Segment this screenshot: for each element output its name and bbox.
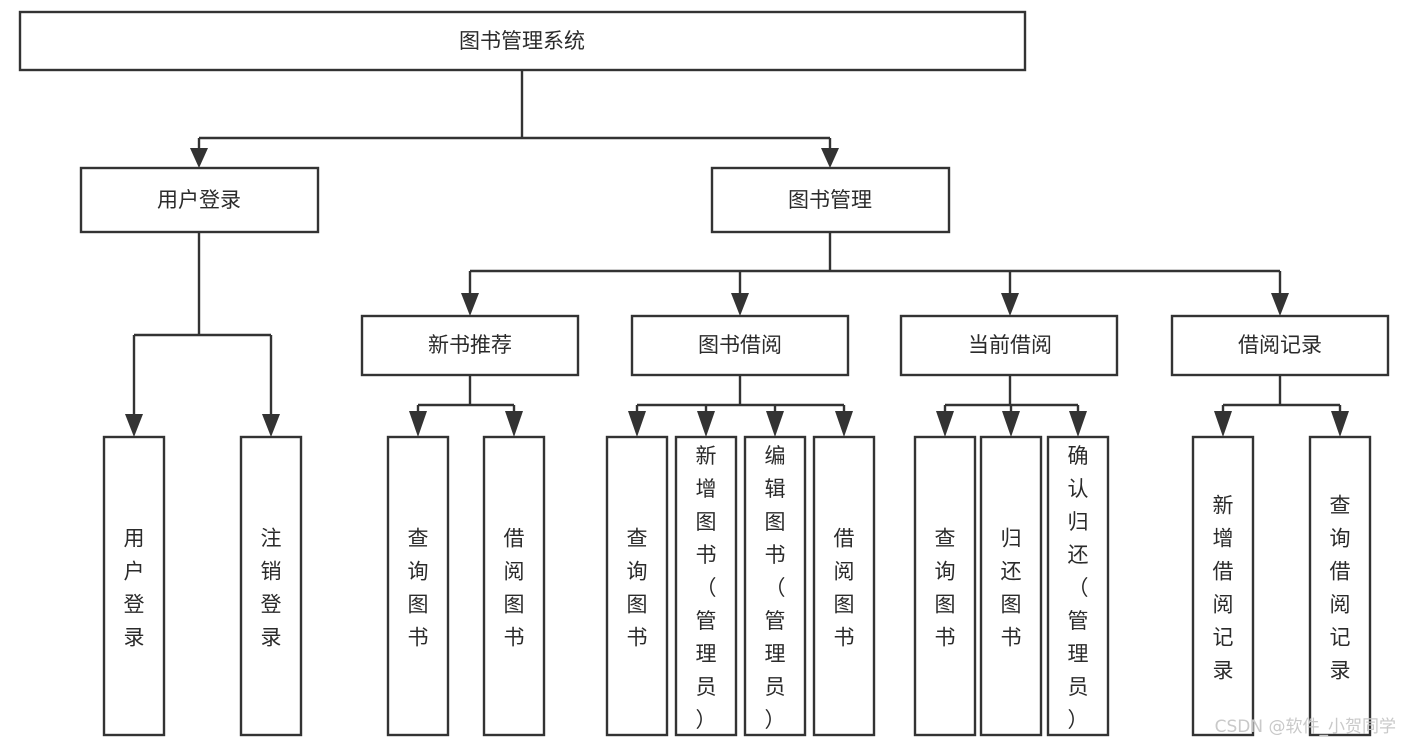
leaf-node-logout[interactable]: 注销登录: [239, 435, 303, 737]
arrow-head-bookborrow-leaf-2: [697, 411, 715, 437]
leaf-label-return-book: 归还图书: [1001, 527, 1022, 650]
leaf-box-add-book-admin[interactable]: [674, 435, 738, 737]
leaf-label-query-borrow-record: 查询借阅记录: [1330, 494, 1351, 683]
leaf-label-current-query-book: 查询图书: [935, 527, 956, 650]
leaf-node-query-borrow-record[interactable]: 查询借阅记录: [1308, 435, 1372, 737]
node-label-root: 图书管理系统: [459, 29, 585, 53]
arrow-head-user-login: [190, 148, 208, 168]
watermark-label: CSDN @软件_小贺同学: [1215, 717, 1396, 737]
leaf-node-newbook-query-book[interactable]: 查询图书: [386, 435, 450, 737]
node-box-root[interactable]: [18, 10, 1027, 72]
leaf-node-borrow-query-book[interactable]: 查询图书: [605, 435, 669, 737]
leaf-box-edit-book-admin[interactable]: [743, 435, 807, 737]
leaf-label-newbook-query-book: 查询图书: [408, 527, 429, 650]
leaf-label-confirm-return-admin: 确认归还（管理员）: [1068, 444, 1089, 732]
node-user-login[interactable]: 用户登录: [79, 166, 320, 234]
leaf-node-edit-book-admin[interactable]: 编辑图书（管理员）: [743, 435, 807, 737]
leaf-label-edit-book-admin: 编辑图书（管理员）: [765, 444, 786, 732]
leaf-node-add-book-admin[interactable]: 新增图书（管理员）: [674, 435, 738, 737]
leaf-node-confirm-return-admin[interactable]: 确认归还（管理员）: [1046, 435, 1110, 737]
leaf-box-query-borrow-record[interactable]: [1308, 435, 1372, 737]
node-label-new-book-recommend: 新书推荐: [428, 333, 512, 357]
leaf-box-logout[interactable]: [239, 435, 303, 737]
leaf-box-return-book[interactable]: [979, 435, 1043, 737]
arrow-head-bookborrow-leaf-4: [835, 411, 853, 437]
node-book-manage[interactable]: 图书管理: [710, 166, 951, 234]
node-box-new-book-recommend[interactable]: [360, 314, 580, 377]
arrow-head-bookborrow-leaf-3: [766, 411, 784, 437]
arrow-head-leaf-logout: [262, 414, 280, 437]
node-label-book-manage: 图书管理: [788, 188, 872, 212]
node-book-borrow[interactable]: 图书借阅: [630, 314, 850, 377]
node-label-current-borrow: 当前借阅: [968, 333, 1052, 357]
leaf-label-add-book-admin: 新增图书（管理员）: [696, 444, 717, 732]
leaf-node-return-book[interactable]: 归还图书: [979, 435, 1043, 737]
arrow-head-currentborrow-leaf-3: [1069, 411, 1087, 437]
connector-group: [125, 70, 1349, 437]
node-box-book-borrow[interactable]: [630, 314, 850, 377]
arrow-head-currentborrow-leaf-1: [936, 411, 954, 437]
leaf-box-newbook-borrow-book[interactable]: [482, 435, 546, 737]
arrow-head-bookborrow-leaf-1: [628, 411, 646, 437]
node-label-user-login: 用户登录: [157, 188, 241, 212]
arrow-head-book-borrow: [731, 293, 749, 316]
leaf-box-add-borrow-record[interactable]: [1191, 435, 1255, 737]
node-new-book-recommend[interactable]: 新书推荐: [360, 314, 580, 377]
leaf-box-confirm-return-admin[interactable]: [1046, 435, 1110, 737]
leaf-node-user-login[interactable]: 用户登录: [102, 435, 166, 737]
node-label-borrow-record: 借阅记录: [1238, 333, 1322, 357]
node-root-system[interactable]: 图书管理系统: [18, 10, 1027, 72]
leaf-label-add-borrow-record: 新增借阅记录: [1213, 494, 1234, 683]
node-label-book-borrow: 图书借阅: [698, 333, 782, 357]
leaf-label-newbook-borrow-book: 借阅图书: [504, 527, 525, 650]
leaf-node-add-borrow-record[interactable]: 新增借阅记录: [1191, 435, 1255, 737]
leaf-box-newbook-query-book[interactable]: [386, 435, 450, 737]
arrow-head-borrowrecord-leaf-1: [1214, 411, 1232, 437]
arrow-head-currentborrow-leaf-2: [1002, 411, 1020, 437]
leaf-label-user-login: 用户登录: [124, 527, 145, 650]
node-borrow-record[interactable]: 借阅记录: [1170, 314, 1390, 377]
node-box-book-manage[interactable]: [710, 166, 951, 234]
node-current-borrow[interactable]: 当前借阅: [899, 314, 1119, 377]
leaf-node-borrow-book[interactable]: 借阅图书: [812, 435, 876, 737]
node-box-borrow-record[interactable]: [1170, 314, 1390, 377]
arrow-head-borrow-record: [1271, 293, 1289, 316]
arrow-head-borrowrecord-leaf-2: [1331, 411, 1349, 437]
arrow-head-book-manage: [821, 148, 839, 168]
leaf-box-borrow-query-book[interactable]: [605, 435, 669, 737]
arrow-head-current-borrow: [1001, 293, 1019, 316]
leaf-label-logout: 注销登录: [261, 527, 282, 650]
arrow-head-leaf-user-login: [125, 414, 143, 437]
leaf-node-newbook-borrow-book[interactable]: 借阅图书: [482, 435, 546, 737]
leaf-node-current-query-book[interactable]: 查询图书: [913, 435, 977, 737]
leaf-label-borrow-query-book: 查询图书: [627, 527, 648, 650]
leaf-box-current-query-book[interactable]: [913, 435, 977, 737]
node-box-current-borrow[interactable]: [899, 314, 1119, 377]
node-box-user-login[interactable]: [79, 166, 320, 234]
arrow-head-new-book-recommend: [461, 293, 479, 316]
arrow-head-newbook-leaf-2: [505, 411, 523, 437]
leaf-label-borrow-book: 借阅图书: [834, 527, 855, 650]
arrow-head-newbook-leaf-1: [409, 411, 427, 437]
leaf-box-user-login[interactable]: [102, 435, 166, 737]
leaf-box-borrow-book[interactable]: [812, 435, 876, 737]
